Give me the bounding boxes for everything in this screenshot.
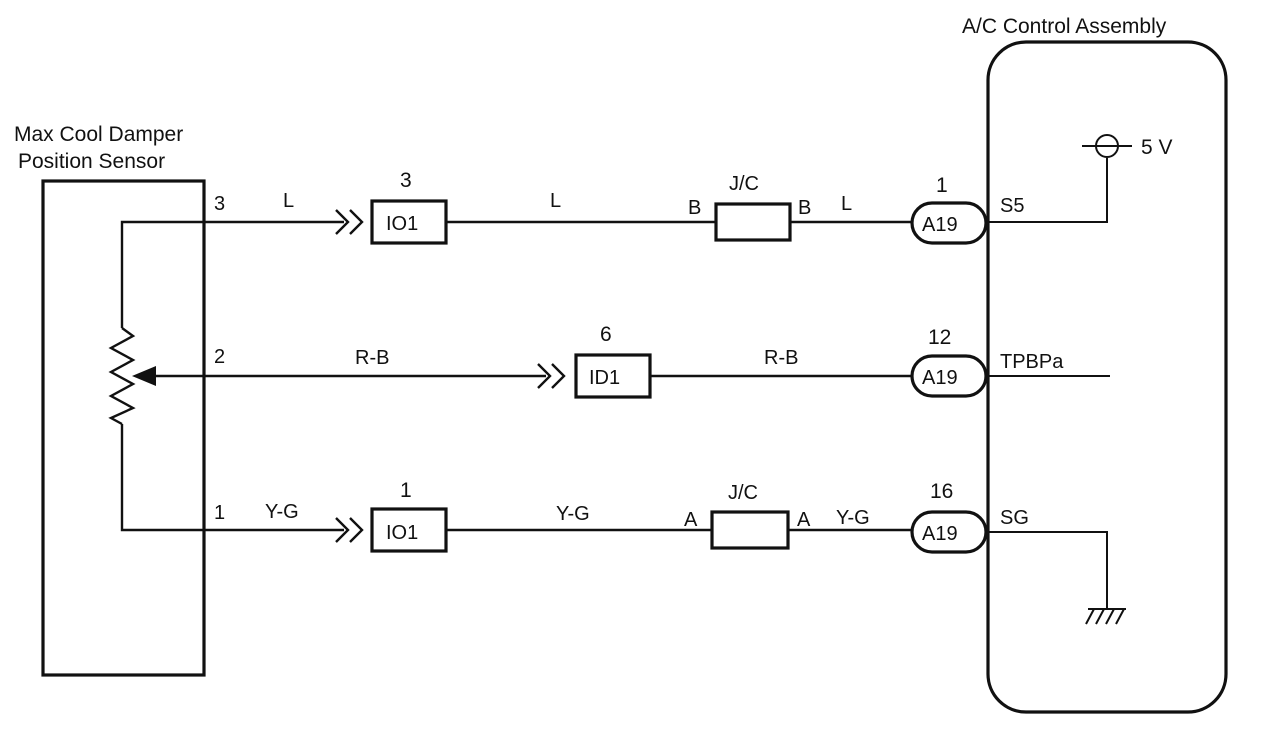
wire-mid-color-a: R-B xyxy=(355,347,389,369)
connector-mid-pin: 6 xyxy=(600,323,612,346)
ecu-terminal-sg: SG xyxy=(1000,507,1029,529)
wiper-arrow-icon xyxy=(132,366,156,386)
ecu-top-connector xyxy=(910,201,988,245)
connector-top-pin: 3 xyxy=(400,169,412,192)
ecu-bot-pin: 16 xyxy=(930,480,953,503)
ecu-mid-connector xyxy=(910,354,988,398)
jc-bot-box xyxy=(710,510,790,550)
sensor-title-line2: Position Sensor xyxy=(18,150,165,173)
connector-bot-id: IO1 xyxy=(386,522,418,544)
potentiometer-resistor xyxy=(108,327,136,426)
jc-top-right-term: B xyxy=(798,197,811,219)
sensor-pin-1: 1 xyxy=(214,502,225,524)
ecu-bot-connector xyxy=(910,510,988,554)
connector-top-chevron-icon xyxy=(335,209,364,235)
supply-voltage: 5 V xyxy=(1141,136,1173,159)
connector-mid-id: ID1 xyxy=(589,367,620,389)
jc-top-left-term: B xyxy=(688,197,701,219)
ecu-terminal-s5: S5 xyxy=(1000,195,1024,217)
ecu-top-conn-id: A19 xyxy=(922,214,958,236)
ecu-title: A/C Control Assembly xyxy=(962,15,1167,38)
wire-top-color-a: L xyxy=(283,190,294,212)
connector-bot-box xyxy=(370,507,448,553)
s5-internal-wire xyxy=(988,158,1108,223)
wire-bot-color-a: Y-G xyxy=(265,501,299,523)
wire-bot-color-c: Y-G xyxy=(836,507,870,529)
ecu-terminal-tpbpa: TPBPa xyxy=(1000,351,1064,373)
jc-bot-left-term: A xyxy=(684,509,698,531)
connector-bot-chevron-icon xyxy=(335,517,364,543)
sensor-pin-3: 3 xyxy=(214,193,225,215)
wire-bot-color-b: Y-G xyxy=(556,503,590,525)
sensor-pin-2: 2 xyxy=(214,346,225,368)
jc-top-label: J/C xyxy=(729,173,759,195)
wire-top-color-c: L xyxy=(841,193,852,215)
wire-top-color-b: L xyxy=(550,190,561,212)
ecu-mid-conn-id: A19 xyxy=(922,367,958,389)
ground-icon xyxy=(1085,608,1126,625)
wire-mid-color-b: R-B xyxy=(764,347,798,369)
jc-bot-right-term: A xyxy=(797,509,811,531)
sensor-internal-wire-top xyxy=(120,220,204,328)
sensor-title-line1: Max Cool Damper xyxy=(14,123,183,146)
ecu-mid-pin: 12 xyxy=(928,326,951,349)
connector-mid-box xyxy=(574,353,652,399)
ecu-top-pin: 1 xyxy=(936,174,948,197)
connector-top-box xyxy=(370,199,448,245)
connector-bot-pin: 1 xyxy=(400,479,412,502)
connector-top-id: IO1 xyxy=(386,213,418,235)
connector-mid-chevron-icon xyxy=(537,363,566,389)
sg-internal-wire xyxy=(988,531,1108,608)
sensor-internal-wire-bottom xyxy=(120,424,204,532)
sensor-box xyxy=(41,179,206,677)
ecu-bot-conn-id: A19 xyxy=(922,523,958,545)
jc-top-box xyxy=(714,202,792,242)
jc-bot-label: J/C xyxy=(728,482,758,504)
